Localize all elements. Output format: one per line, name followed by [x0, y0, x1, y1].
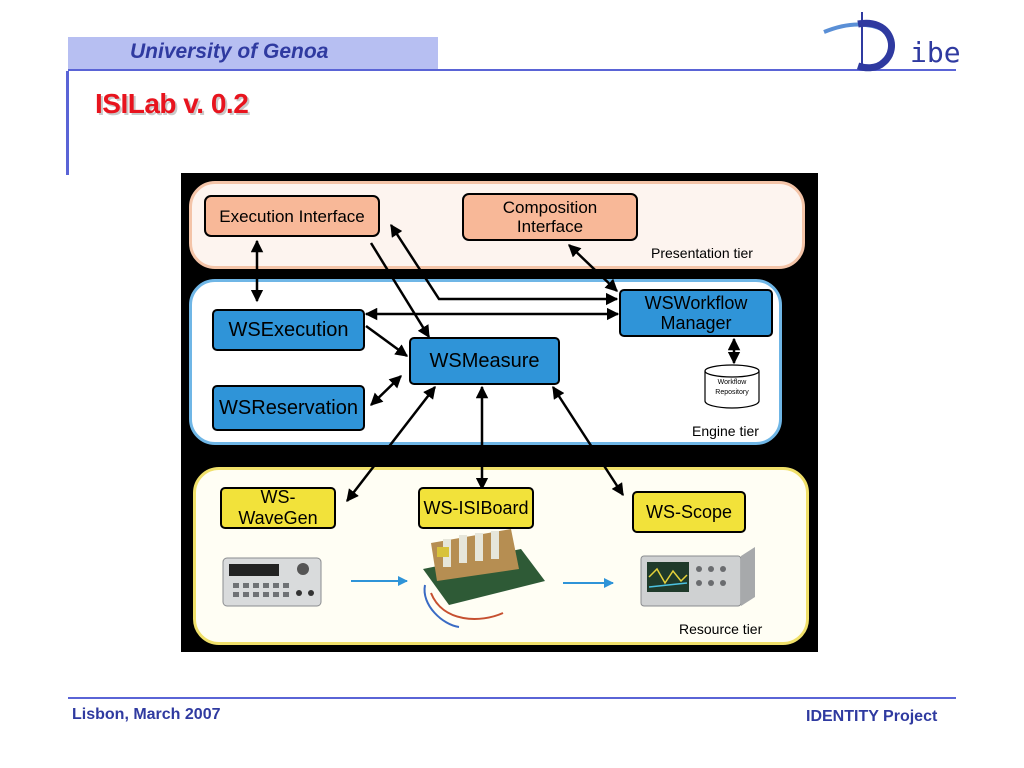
architecture-diagram: Execution Interface Composition Interfac…: [181, 173, 818, 652]
ws-workflow-manager-box: WSWorkflow Manager: [619, 289, 773, 337]
footer-project: IDENTITY Project: [806, 708, 938, 725]
repository-label-2: Repository: [715, 389, 749, 396]
ws-scope-box: WS-Scope: [632, 491, 746, 533]
dibe-logo-mark: ibe: [823, 12, 961, 72]
left-rule: [66, 71, 69, 175]
repository-label-1: Workflow: [717, 379, 747, 386]
database-icon: [704, 364, 760, 409]
execution-interface-box: Execution Interface: [204, 195, 380, 237]
ws-measure-box: WSMeasure: [409, 337, 560, 385]
dibe-logo: ibe: [818, 8, 968, 72]
footer-location-date: Lisbon, March 2007: [72, 706, 221, 723]
ws-execution-box: WSExecution: [212, 309, 365, 351]
ws-reservation-box: WSReservation: [212, 385, 365, 431]
ws-wavegen-box: WS-WaveGen: [220, 487, 336, 529]
header-bar: [68, 37, 438, 69]
footer-rule: [68, 697, 956, 699]
slide-title: ISILab v. 0.2: [95, 88, 249, 119]
ws-isiboard-box: WS-ISIBoard: [418, 487, 534, 529]
logo-text: ibe: [910, 36, 961, 69]
presentation-tier-label: Presentation tier: [651, 245, 753, 261]
header-rule: [68, 69, 956, 71]
university-name: University of Genoa: [130, 40, 329, 63]
workflow-repository: Workflow Repository: [703, 363, 761, 409]
resource-tier-label: Resource tier: [679, 621, 763, 637]
composition-interface-box: Composition Interface: [462, 193, 638, 241]
engine-tier-label: Engine tier: [692, 423, 759, 439]
